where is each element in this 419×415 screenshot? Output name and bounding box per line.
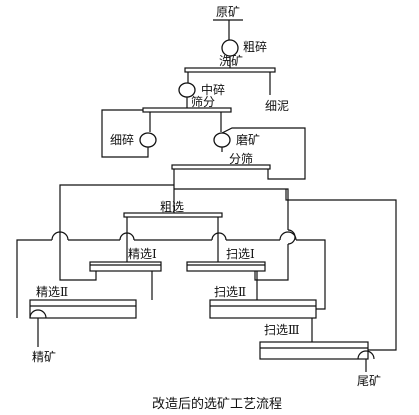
tailings-label: 尾矿: [357, 374, 381, 388]
scavenging3-label: 扫选Ⅲ: [264, 323, 300, 337]
roughing-label: 粗选: [160, 200, 184, 214]
washing-label: 洗矿: [219, 54, 243, 68]
concentrate-label: 精矿: [32, 350, 56, 364]
screening-screen: [142, 107, 232, 113]
diagram-caption: 改造后的选矿工艺流程: [152, 396, 282, 412]
classifying-screen: [171, 164, 271, 170]
fine-crusher-node: [139, 132, 157, 148]
screening-label: 筛分: [191, 94, 215, 109]
right-crossing-hump-1: [211, 232, 227, 241]
grinding-label: 磨矿: [236, 133, 260, 147]
classifier-return-loop: [221, 127, 306, 180]
coarse-crush-label: 粗碎: [243, 39, 267, 54]
scavenging1-middlings-line-top: [174, 188, 289, 230]
concentrate-crossing-hump: [29, 309, 47, 319]
scavenging1-middlings-line-bottom: [254, 244, 289, 281]
right-outer-bus: [296, 239, 326, 290]
cleaning2-cell: [29, 299, 137, 319]
roughing-cell: [123, 212, 223, 218]
cleaning1-label: 精选Ⅰ: [128, 247, 157, 261]
tailings-crossing-hump: [357, 350, 375, 360]
left-crossing-hump-1: [51, 231, 69, 241]
fine-crush-label: 细碎: [110, 132, 134, 147]
left-outer-bus: [16, 239, 52, 318]
classifying-label: 分筛: [229, 151, 253, 166]
scavenging1-label: 扫选Ⅰ: [226, 247, 255, 261]
scavenging2-return-line: [316, 290, 326, 310]
fine-slime-label: 细泥: [265, 99, 289, 113]
cleaning1-cell: [89, 261, 162, 272]
cleaning2-label: 精选Ⅱ: [36, 285, 68, 299]
scavenging3-return-loop: [285, 189, 397, 351]
left-crossing-hump-2: [119, 232, 135, 241]
washing-screen: [184, 67, 276, 73]
fine-crush-return-loop: [101, 109, 149, 158]
cleaning1-middlings-loop: [59, 184, 174, 281]
scavenging2-label: 扫选Ⅱ: [214, 285, 246, 299]
scavenging2-cell: [209, 299, 317, 319]
medium-crush-label: 中碎: [201, 82, 225, 97]
grinding-mill-node: [213, 132, 231, 148]
scavenging3-cell: [259, 341, 369, 360]
ore-label: 原矿: [216, 5, 240, 19]
right-crossing-hump-2: [279, 231, 297, 241]
scavenging1-cell: [186, 261, 266, 272]
